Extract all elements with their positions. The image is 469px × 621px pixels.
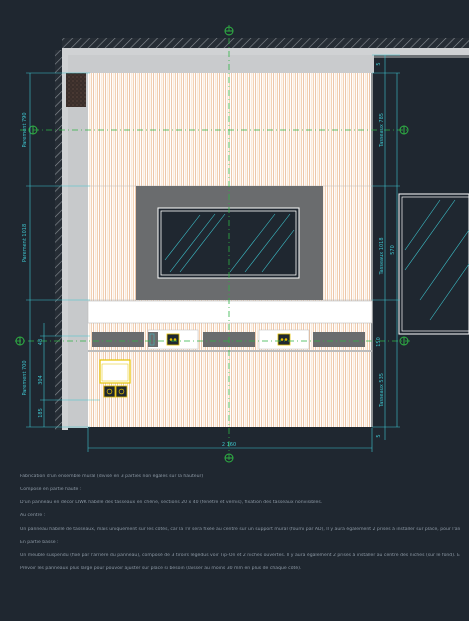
dim-right-middle: Tasseaux 1018 bbox=[379, 237, 385, 275]
note-1: Fabrication d'un ensemble mural (divisé … bbox=[20, 474, 204, 479]
axis-lines bbox=[15, 25, 410, 462]
power-outlet-icon bbox=[277, 333, 291, 346]
axis-crosshair-icon bbox=[15, 26, 409, 463]
dim-left-bottom: Parement 700 bbox=[22, 360, 28, 395]
note-6: En partie basse : bbox=[20, 539, 59, 545]
dim-left-small-1: 48 bbox=[38, 339, 44, 345]
power-outlet-icon bbox=[115, 385, 128, 398]
note-3: D'un panneau en décor LIWK habillé des t… bbox=[20, 500, 323, 506]
tv-frame bbox=[157, 207, 300, 279]
specification-notes: Fabrication d'un ensemble mural (divisé … bbox=[20, 474, 460, 579]
drawer-1 bbox=[92, 332, 144, 347]
dim-left-small-3: 185 bbox=[38, 408, 44, 418]
dim-right-bottom: Tasseaux 535 bbox=[379, 373, 385, 408]
note-5: Un panneau habillé de tasseaux, mais uni… bbox=[20, 526, 460, 532]
note-8: Prévoir les panneaux plus large pour pou… bbox=[20, 565, 302, 571]
dim-right-top: Tasseaux 785 bbox=[379, 113, 385, 148]
dim-left-top: Parement 790 bbox=[22, 112, 28, 147]
tv-reflection bbox=[164, 213, 295, 273]
dimension-lines bbox=[26, 54, 400, 452]
note-7: Un meuble suspendu (fixé par l'arrière d… bbox=[20, 552, 460, 558]
power-outlet-icon bbox=[103, 385, 116, 398]
dim-right-small-4: 570 bbox=[390, 245, 396, 255]
dim-left-small-2: 304 bbox=[38, 375, 44, 385]
elevation-drawing: Parement 790 Parement 1018 Parement 700 … bbox=[15, 25, 469, 463]
wood-sample bbox=[66, 73, 86, 107]
wall bbox=[55, 38, 469, 430]
power-outlet-icon bbox=[166, 333, 180, 346]
note-4: Au centre : bbox=[20, 513, 46, 519]
dim-right-small-3: 5 bbox=[376, 434, 382, 437]
dim-right-small-2: 150 bbox=[376, 337, 382, 347]
side-tv-view bbox=[398, 193, 469, 335]
drawer-3 bbox=[313, 332, 365, 347]
note-2: Composé en partie haute : bbox=[20, 487, 82, 493]
dim-bottom: 2 160 bbox=[222, 442, 236, 448]
dim-left-middle: Parement 1018 bbox=[22, 224, 28, 262]
cabinet bbox=[87, 300, 373, 324]
dim-right-small-1: 5 bbox=[376, 62, 382, 65]
